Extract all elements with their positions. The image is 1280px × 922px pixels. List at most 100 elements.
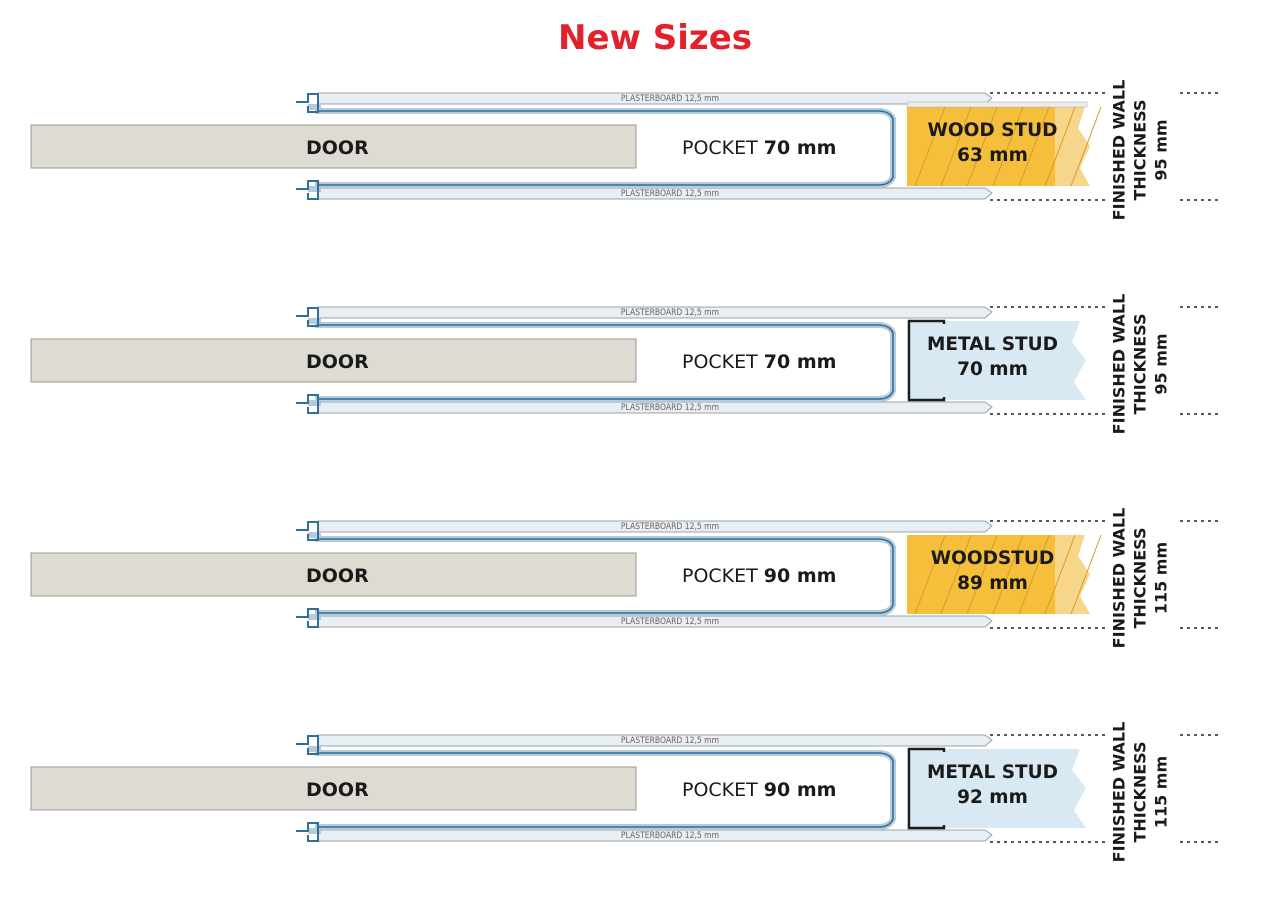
wood-grain-line xyxy=(940,106,972,187)
bottom-end-clip xyxy=(296,608,319,628)
plasterboard-bottom-label: PLASTERBOARD 12,5 mm xyxy=(620,617,720,627)
bottom-end-clip xyxy=(296,180,319,200)
door-label: DOOR xyxy=(306,137,369,159)
page-title: New Sizes xyxy=(558,18,752,58)
metal-stud xyxy=(907,749,1086,828)
section-drawing xyxy=(30,92,1218,201)
wood-grain-line xyxy=(1070,106,1102,187)
stud-size-text: 70 mm xyxy=(957,359,1028,380)
wood-grain-line xyxy=(1044,106,1076,187)
stud-type-text: METAL STUD xyxy=(926,334,1059,355)
wood-stud-break xyxy=(1055,107,1090,186)
fwt-line-1: FINISHED WALL xyxy=(1109,79,1129,221)
wall-section-3: PLASTERBOARD 12,5 mm PLASTERBOARD 12,5 m… xyxy=(0,508,1280,648)
wood-grain-line xyxy=(992,106,1024,187)
bottom-end-clip xyxy=(296,822,319,842)
plasterboard-top-label: PLASTERBOARD 12,5 mm xyxy=(620,94,720,104)
wood-grain-line xyxy=(914,106,946,187)
stud-label: WOODSTUD 89 mm xyxy=(910,546,1075,596)
fwt-line-2: THICKNESS xyxy=(1130,99,1150,201)
metal-stud-channel xyxy=(907,747,946,830)
wall-section-2: PLASTERBOARD 12,5 mm PLASTERBOARD 12,5 m… xyxy=(0,294,1280,434)
metal-stud xyxy=(907,321,1086,400)
wood-stud-break xyxy=(1055,535,1090,614)
wood-stud xyxy=(907,535,1055,614)
plasterboard-top-label: PLASTERBOARD 12,5 mm xyxy=(620,736,720,746)
stud-type-text: WOODSTUD xyxy=(930,548,1055,569)
pocket-profile xyxy=(318,110,894,186)
door-leaf xyxy=(30,124,637,169)
thin-board-strip xyxy=(906,101,1088,108)
wood-stud xyxy=(907,107,1055,186)
wood-grain-line xyxy=(1070,534,1102,615)
wood-grain-line xyxy=(940,534,972,615)
door-leaf xyxy=(30,338,637,383)
top-end-clip xyxy=(296,307,319,327)
fwt-line-2: THICKNESS xyxy=(1130,741,1150,843)
pocket-label: POCKET 70 mm xyxy=(682,351,836,373)
plasterboard-bottom-label: PLASTERBOARD 12,5 mm xyxy=(620,403,720,413)
pocket-label: POCKET 70 mm xyxy=(682,137,836,159)
pocket-word: POCKET xyxy=(682,779,758,801)
fwt-line-1: FINISHED WALL xyxy=(1109,721,1129,863)
pocket-word: POCKET xyxy=(682,565,758,587)
plasterboard-top-label: PLASTERBOARD 12,5 mm xyxy=(620,308,720,318)
fwt-line-2: THICKNESS xyxy=(1130,313,1150,415)
stud-size-text: 92 mm xyxy=(957,787,1028,808)
wood-grain-line xyxy=(1018,534,1050,615)
fwt-value: 115 mm xyxy=(1151,755,1171,829)
wood-grain-line xyxy=(1018,106,1050,187)
bottom-end-clip xyxy=(296,394,319,414)
fwt-value: 95 mm xyxy=(1151,119,1171,181)
door-leaf xyxy=(30,552,637,597)
section-drawing xyxy=(30,734,1218,843)
pocket-size: 70 mm xyxy=(763,351,837,373)
top-end-clip xyxy=(296,93,319,113)
pocket-profile xyxy=(318,752,894,828)
pocket-label: POCKET 90 mm xyxy=(682,779,836,801)
door-label: DOOR xyxy=(306,779,369,801)
pocket-size: 90 mm xyxy=(763,779,837,801)
pocket-word: POCKET xyxy=(682,351,758,373)
wood-grain-line xyxy=(1044,534,1076,615)
wood-grain-line xyxy=(992,534,1024,615)
pocket-profile xyxy=(318,324,894,400)
pocket-size: 70 mm xyxy=(763,137,837,159)
stud-size-text: 89 mm xyxy=(957,573,1028,594)
metal-stud-channel xyxy=(907,319,946,402)
fwt-line-2: THICKNESS xyxy=(1130,527,1150,629)
top-end-clip xyxy=(296,521,319,541)
fwt-line-1: FINISHED WALL xyxy=(1109,507,1129,649)
stud-size-text: 63 mm xyxy=(957,145,1028,166)
door-label: DOOR xyxy=(306,351,369,373)
pocket-label: POCKET 90 mm xyxy=(682,565,836,587)
pocket-word: POCKET xyxy=(682,137,758,159)
stud-type-text: METAL STUD xyxy=(926,762,1059,783)
fwt-line-1: FINISHED WALL xyxy=(1109,293,1129,435)
wall-section-4: PLASTERBOARD 12,5 mm PLASTERBOARD 12,5 m… xyxy=(0,722,1280,862)
pocket-size: 90 mm xyxy=(763,565,837,587)
plasterboard-bottom-label: PLASTERBOARD 12,5 mm xyxy=(620,831,720,841)
plasterboard-top-label: PLASTERBOARD 12,5 mm xyxy=(620,522,720,532)
stud-label: WOOD STUD 63 mm xyxy=(910,118,1075,168)
plasterboard-bottom-label: PLASTERBOARD 12,5 mm xyxy=(620,189,720,199)
section-drawing xyxy=(30,306,1218,415)
section-drawing xyxy=(30,520,1218,629)
fwt-value: 115 mm xyxy=(1151,541,1171,615)
fwt-value: 95 mm xyxy=(1151,333,1171,395)
door-leaf xyxy=(30,766,637,811)
wall-section-1: PLASTERBOARD 12,5 mm PLASTERBOARD 12,5 m… xyxy=(0,80,1280,220)
pocket-profile xyxy=(318,538,894,614)
top-end-clip xyxy=(296,735,319,755)
wood-grain-line xyxy=(966,106,998,187)
stud-label: METAL STUD 70 mm xyxy=(910,332,1075,382)
stud-type-text: WOOD STUD xyxy=(927,120,1058,141)
wood-grain-line xyxy=(914,534,946,615)
wood-grain-line xyxy=(966,534,998,615)
door-label: DOOR xyxy=(306,565,369,587)
stud-label: METAL STUD 92 mm xyxy=(910,760,1075,810)
